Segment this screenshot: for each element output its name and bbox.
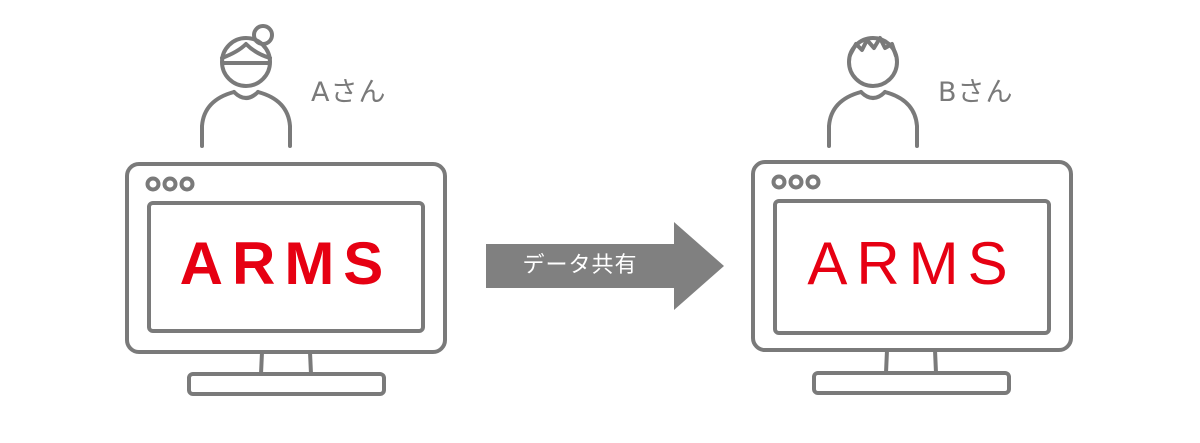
screen-brand-b: ARMS [807, 230, 1017, 297]
data-share-label: データ共有 [522, 253, 638, 278]
person-a-label: Aさん [311, 77, 387, 108]
window-dot-icon [788, 174, 804, 190]
window-dot-icon [805, 174, 821, 190]
window-dot-icon [771, 174, 787, 190]
screen-brand-a: ARMS [179, 230, 393, 297]
person-b-label: Bさん [938, 77, 1014, 108]
window-dot-icon [179, 176, 195, 192]
window-dot-icon [145, 176, 161, 192]
person-b-icon [827, 36, 919, 148]
window-dot-icon [162, 176, 178, 192]
arrow-right-icon [486, 222, 724, 310]
monitor-b [751, 160, 1073, 395]
person-a-icon [200, 24, 292, 148]
monitor-a [125, 162, 447, 396]
